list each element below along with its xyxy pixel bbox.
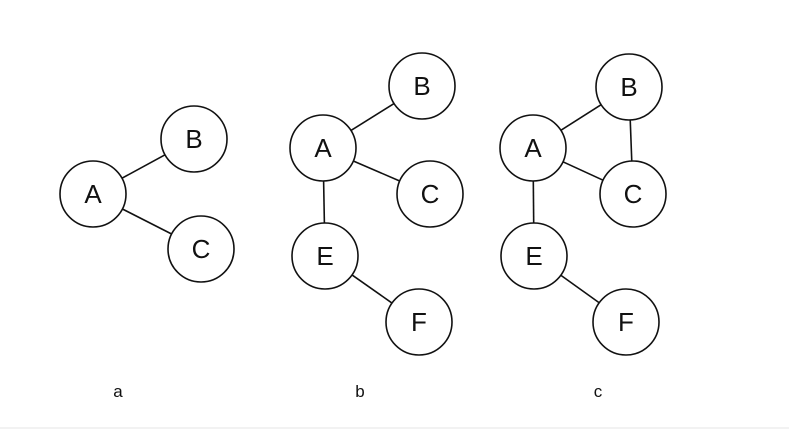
panel-c-caption: c	[594, 382, 603, 401]
panel-b-node-a-circle	[289, 114, 357, 182]
panel-b-caption: b	[355, 382, 364, 401]
panel-c-node-c: C	[599, 160, 667, 228]
panel-a-node-a-circle	[59, 160, 127, 228]
panel-b-node-f: F	[385, 288, 453, 356]
panel-b-node-b: B	[388, 52, 456, 120]
panel-a-edge-a-c	[122, 208, 172, 235]
panel-b-node-c-label: C	[421, 179, 440, 209]
panel-c-edge-a-c	[562, 161, 604, 181]
panel-b-node-c: C	[396, 160, 464, 228]
panel-c-node-e-label: E	[525, 241, 542, 271]
panel-b-edge-e-f	[351, 274, 393, 304]
panel-b-edge-a-e	[322, 180, 326, 224]
panel-c-nodes: A B C E F	[499, 53, 667, 356]
panel-b-node-b-circle	[388, 52, 456, 120]
panel-c-node-a-circle	[499, 114, 567, 182]
panel-c-edges	[532, 104, 633, 304]
panel-a-node-c-circle	[167, 215, 235, 283]
panel-a-edges	[121, 154, 172, 235]
panel-c-edge-b-c	[629, 119, 633, 162]
panel-c-edge-e-f	[560, 274, 600, 304]
panel-b-node-a-label: A	[314, 133, 332, 163]
panel-b-nodes: A B C E F	[289, 52, 464, 356]
panel-a-caption: a	[113, 382, 123, 401]
panel-b-node-f-circle	[385, 288, 453, 356]
panel-a-node-a: A	[59, 160, 127, 228]
panel-a-node-b: B	[160, 105, 228, 173]
panel-a-nodes: A B C	[59, 105, 235, 283]
panel-a-node-b-circle	[160, 105, 228, 173]
panel-c-node-c-circle	[599, 160, 667, 228]
panel-b-edge-a-b	[350, 102, 395, 132]
panel-b-node-b-label: B	[413, 71, 430, 101]
panel-b: A B C E F b	[289, 52, 464, 401]
panel-c-node-b-label: B	[620, 72, 637, 102]
panel-c: A B C E F c	[499, 53, 667, 401]
panel-b-node-a: A	[289, 114, 357, 182]
panel-b-node-e-circle	[291, 222, 359, 290]
panel-a-edge-a-b	[121, 154, 166, 179]
panel-c-node-e-circle	[500, 222, 568, 290]
panel-b-node-f-label: F	[411, 307, 427, 337]
panel-a: A B C a	[59, 105, 235, 401]
panel-c-node-a-label: A	[524, 133, 542, 163]
panel-c-node-b-circle	[595, 53, 663, 121]
panel-c-node-f-circle	[592, 288, 660, 356]
panel-a-node-c-label: C	[192, 234, 211, 264]
panel-c-node-e: E	[500, 222, 568, 290]
panel-a-node-c: C	[167, 215, 235, 283]
panel-a-node-b-label: B	[185, 124, 202, 154]
panel-a-node-a-label: A	[84, 179, 102, 209]
panel-b-node-c-circle	[396, 160, 464, 228]
panel-b-node-e-label: E	[316, 241, 333, 271]
panel-c-node-b: B	[595, 53, 663, 121]
panel-c-edge-a-b	[560, 104, 602, 131]
panel-b-edge-a-c	[353, 160, 400, 182]
panel-b-node-e: E	[291, 222, 359, 290]
panel-c-node-a: A	[499, 114, 567, 182]
panel-b-edges	[322, 102, 400, 304]
panel-c-node-f-label: F	[618, 307, 634, 337]
panel-c-node-c-label: C	[624, 179, 643, 209]
panel-c-node-f: F	[592, 288, 660, 356]
